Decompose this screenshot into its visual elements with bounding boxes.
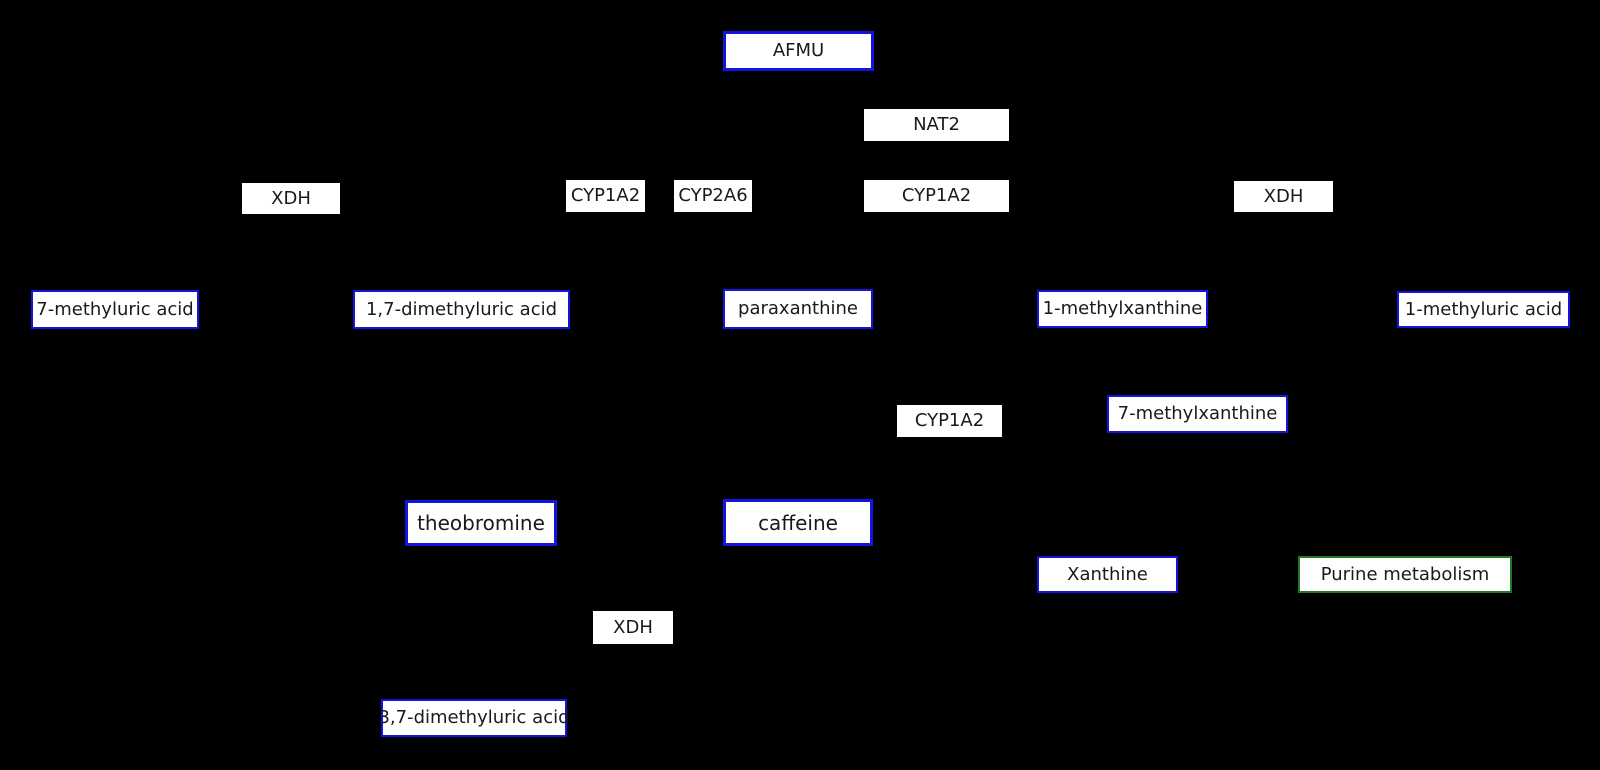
node-label: Xanthine: [1067, 563, 1148, 585]
node-theobromine: theobromine: [405, 500, 557, 546]
node-xdh-2: XDH: [1233, 180, 1334, 213]
node-1-methylxanthine: 1-methylxanthine: [1037, 290, 1208, 328]
node-3-7-dimethyluric-acid: 3,7-dimethyluric acid: [378, 699, 570, 737]
node-label: 1,7-dimethyluric acid: [365, 298, 558, 320]
node-label: 3,7-dimethyluric acid: [378, 707, 570, 728]
node-cyp1a2-1: CYP1A2: [565, 179, 646, 213]
node-label: caffeine: [758, 510, 838, 535]
node-label: NAT2: [913, 114, 960, 135]
node-purine-metabolism: Purine metabolism: [1298, 556, 1512, 593]
node-label: CYP1A2: [914, 410, 985, 431]
node-paraxanthine: paraxanthine: [723, 289, 873, 329]
node-1-7-dimethyluric-acid: 1,7-dimethyluric acid: [353, 290, 570, 329]
node-caffeine: caffeine: [723, 499, 873, 546]
node-label: CYP1A2: [570, 185, 641, 206]
node-7-methylxanthine: 7-methylxanthine: [1107, 395, 1288, 433]
node-cyp1a2-3: CYP1A2: [896, 404, 1003, 438]
node-xdh-3: XDH: [592, 610, 674, 645]
node-cyp1a2-2: CYP1A2: [863, 179, 1010, 213]
node-label: AFMU: [772, 40, 825, 61]
node-label: paraxanthine: [738, 298, 858, 319]
node-xdh-1: XDH: [241, 182, 341, 215]
node-afmu: AFMU: [723, 31, 874, 71]
node-label: XDH: [271, 187, 311, 209]
node-nat2: NAT2: [863, 108, 1010, 142]
node-xanthine: Xanthine: [1037, 556, 1178, 593]
node-label: CYP1A2: [901, 185, 972, 206]
node-label: XDH: [1263, 185, 1304, 207]
node-label: theobromine: [417, 511, 545, 535]
node-label: XDH: [613, 616, 653, 638]
node-1-methyluric-acid: 1-methyluric acid: [1397, 291, 1570, 328]
node-7-methyluric-acid: 7-methyluric acid: [31, 290, 199, 329]
node-label: 7-methylxanthine: [1117, 403, 1278, 424]
node-label: 7-methyluric acid: [36, 298, 194, 320]
node-label: Purine metabolism: [1320, 563, 1490, 585]
node-label: 1-methyluric acid: [1404, 298, 1563, 320]
node-label: CYP2A6: [678, 185, 748, 206]
node-label: 1-methylxanthine: [1042, 298, 1203, 319]
node-cyp2a6: CYP2A6: [673, 179, 753, 213]
